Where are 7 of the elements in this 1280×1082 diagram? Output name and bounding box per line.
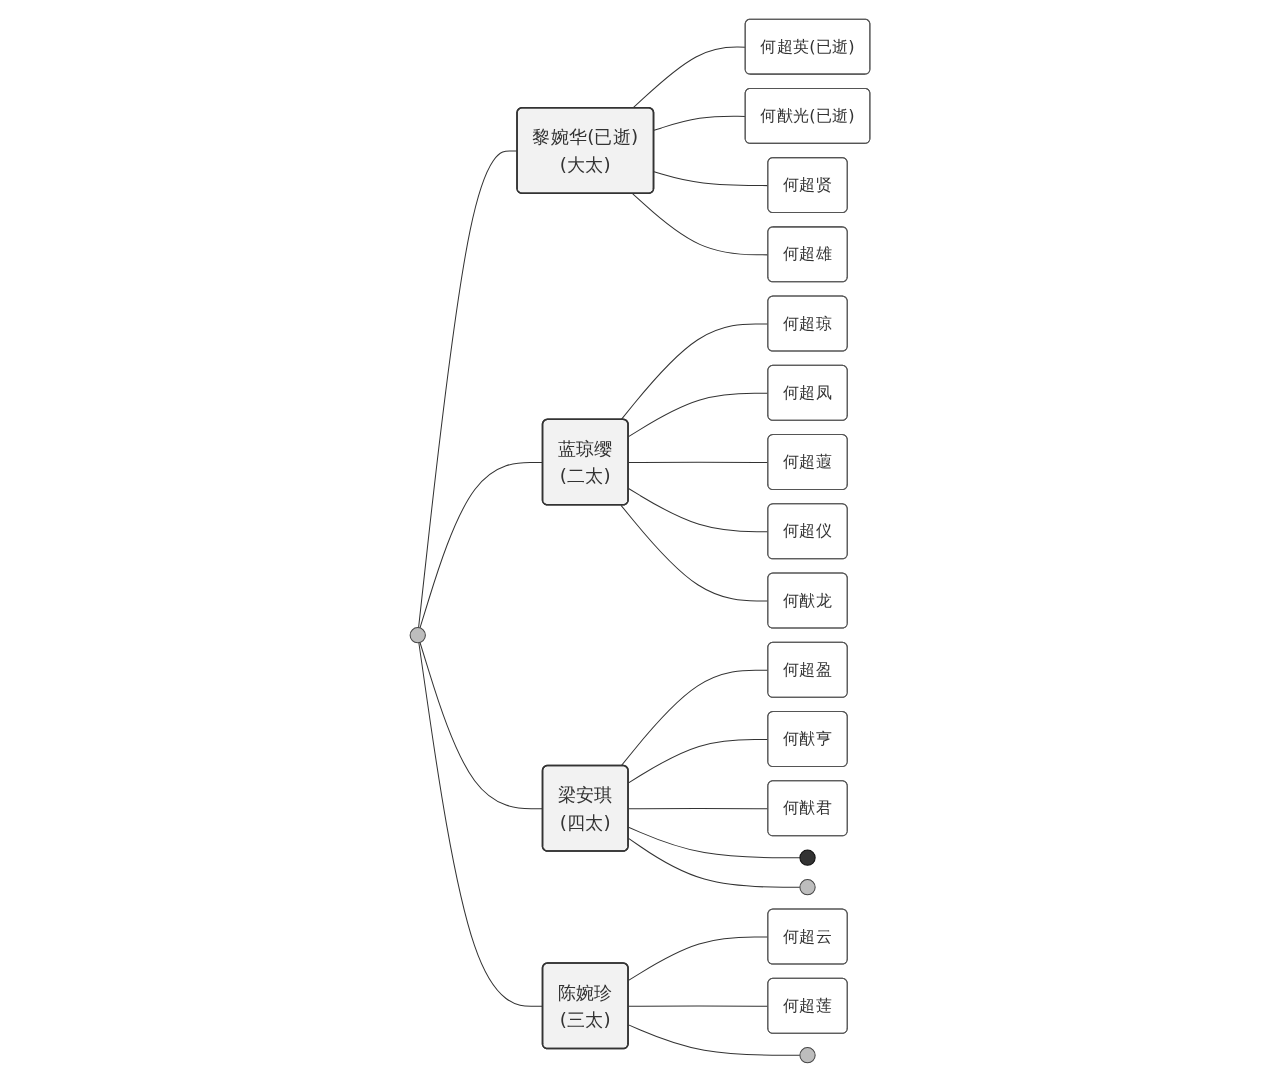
node-circle [799, 879, 816, 896]
connector [628, 837, 801, 888]
node-circle [799, 1047, 816, 1064]
connector [628, 1024, 801, 1056]
connector [628, 826, 801, 859]
node-person [799, 849, 816, 866]
node-circle [409, 627, 426, 644]
